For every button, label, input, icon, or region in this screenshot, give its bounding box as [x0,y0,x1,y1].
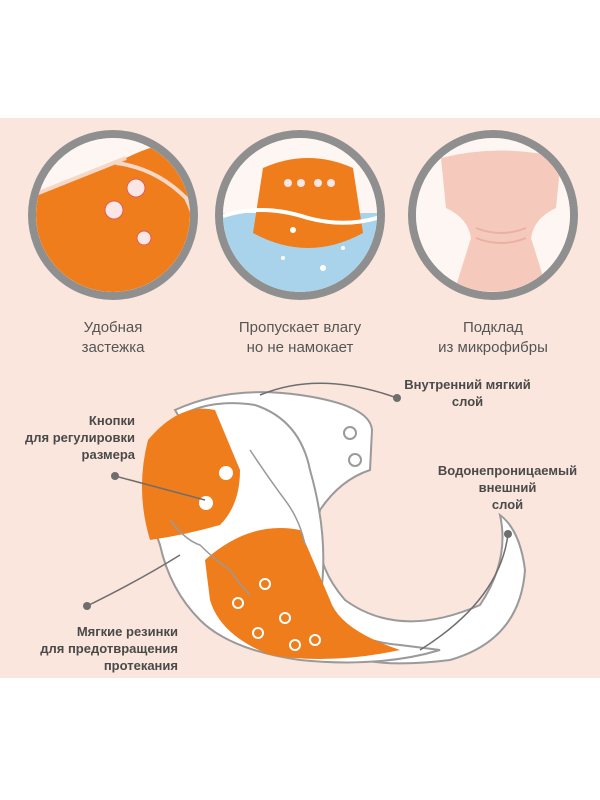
leader-dot [504,530,512,538]
leader-dot [111,472,119,480]
diaper-in-water-photo [215,130,385,300]
leader-dot [393,394,401,402]
snap-button [343,426,357,440]
snap-button [259,578,271,590]
leader-line [86,554,181,607]
outer-shell-panel [205,528,400,659]
snap-button [309,634,321,646]
snap-button [219,466,233,480]
snap-button [232,597,244,609]
snap-button [289,639,301,651]
leader-line [259,382,398,399]
snap-button [348,453,362,467]
microfiber-lining-photo [408,130,578,300]
leader-dot [83,602,91,610]
snap-fastener-photo [28,130,198,300]
leader-line [114,475,206,501]
snap-button [199,496,213,510]
leader-line [419,533,509,651]
adjustment-tab [141,408,240,540]
snap-button [252,627,264,639]
snap-button [279,612,291,624]
